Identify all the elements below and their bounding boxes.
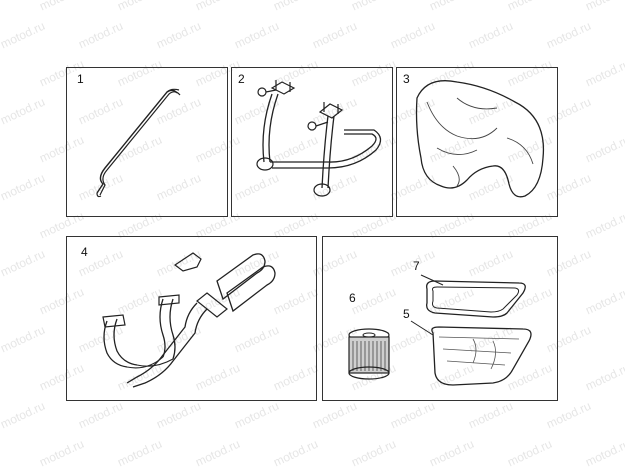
watermark-text: motod.ru [0, 246, 47, 280]
watermark-text: motod.ru [582, 284, 625, 318]
watermark-text: motod.ru [37, 0, 86, 13]
watermark-text: motod.ru [543, 18, 593, 52]
watermark-text: motod.ru [387, 18, 437, 52]
panel-1-rod: 1 [66, 67, 228, 217]
watermark-text: motod.ru [582, 436, 625, 468]
watermark-text: motod.ru [427, 0, 476, 13]
part-number-1: 1 [77, 72, 84, 86]
watermark-text: motod.ru [231, 398, 281, 432]
part-number-6: 6 [349, 291, 356, 305]
cover-illustration [415, 80, 545, 198]
watermark-text: motod.ru [153, 398, 203, 432]
watermark-text: motod.ru [426, 436, 476, 468]
watermark-text: motod.ru [387, 398, 437, 432]
watermark-text: motod.ru [505, 0, 554, 13]
engine-parts-illustration [348, 274, 532, 386]
watermark-text: motod.ru [192, 436, 242, 468]
panel-3-cover: 3 [396, 67, 558, 217]
part-number-2: 2 [238, 72, 245, 86]
watermark-text: motod.ru [504, 436, 554, 468]
watermark-text: motod.ru [270, 436, 320, 468]
watermark-text: motod.ru [543, 398, 593, 432]
watermark-text: motod.ru [582, 56, 625, 90]
watermark-text: motod.ru [582, 208, 625, 242]
watermark-text: motod.ru [271, 0, 320, 13]
watermark-text: motod.ru [582, 132, 625, 166]
part-number-3: 3 [403, 72, 410, 86]
watermark-text: motod.ru [583, 0, 625, 13]
panel-5-7-engine-parts: 7 6 5 [322, 236, 558, 401]
part-number-5: 5 [403, 307, 410, 321]
rod-illustration [96, 88, 181, 198]
exhaust-illustration [102, 252, 276, 388]
watermark-text: motod.ru [75, 398, 125, 432]
watermark-text: motod.ru [153, 18, 203, 52]
watermark-text: motod.ru [114, 436, 164, 468]
watermark-text: motod.ru [115, 0, 164, 13]
panel-2-stand: 2 [231, 67, 393, 217]
watermark-text: motod.ru [309, 398, 359, 432]
watermark-text: motod.ru [0, 18, 47, 52]
stand-illustration [256, 80, 382, 197]
watermark-text: motod.ru [465, 18, 515, 52]
watermark-text: motod.ru [465, 398, 515, 432]
panel-4-exhaust: 4 [66, 236, 317, 401]
watermark-text: motod.ru [348, 436, 398, 468]
watermark-text: motod.ru [582, 360, 625, 394]
watermark-text: motod.ru [75, 18, 125, 52]
watermark-text: motod.ru [36, 436, 86, 468]
watermark-text: motod.ru [231, 18, 281, 52]
watermark-text: motod.ru [0, 322, 47, 356]
part-number-4: 4 [81, 245, 88, 259]
part-number-7: 7 [413, 259, 420, 273]
watermark-text: motod.ru [0, 398, 47, 432]
watermark-text: motod.ru [193, 0, 242, 13]
watermark-text: motod.ru [0, 94, 47, 128]
watermark-text: motod.ru [0, 0, 8, 13]
watermark-text: motod.ru [0, 170, 47, 204]
watermark-text: motod.ru [349, 0, 398, 13]
watermark-text: motod.ru [309, 18, 359, 52]
